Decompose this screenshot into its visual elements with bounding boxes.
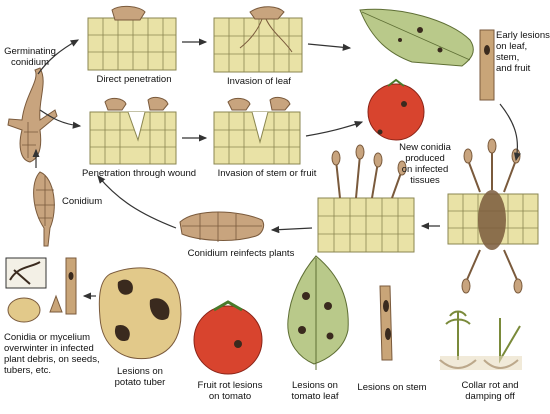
label-conidium: Conidium (62, 196, 103, 207)
leaf-with-early-lesions (359, 8, 495, 101)
label-lesions-tomato-leaf: Lesions on tomato leaf (291, 380, 339, 402)
germinating-conidium-drawing (7, 67, 58, 163)
label-lesions-on-stem: Lesions on stem (357, 382, 427, 393)
reinfecting-conidium-drawing (179, 211, 265, 242)
label-collar-rot: Collar rot and damping off (461, 380, 519, 402)
label-overwinter: Conidia or mycelium overwinter in infect… (4, 332, 100, 376)
sporulating-tissue-center (317, 144, 415, 253)
tomato-fruit-rot (193, 300, 263, 375)
label-lesions-potato-tuber: Lesions on potato tuber (114, 366, 166, 388)
potato-tuber-with-lesions (98, 267, 182, 360)
invasion-of-leaf-tissue (213, 6, 303, 73)
label-fruit-rot: Fruit rot lesions on tomato (197, 380, 263, 402)
label-germinating-conidium: Germinating conidium (4, 46, 56, 68)
conidium-drawing (33, 171, 55, 247)
cycle-arrows (32, 38, 521, 300)
tomato-early (367, 78, 425, 141)
direct-penetration-tissue (87, 5, 177, 71)
label-new-conidia: New conidia produced on infected tissues (399, 142, 451, 186)
label-invasion-stem-fruit: Invasion of stem or fruit (217, 168, 317, 179)
invasion-stem-fruit-tissue (213, 96, 301, 165)
label-conidium-reinfects: Conidium reinfects plants (187, 248, 295, 259)
tomato-leaf-with-lesions (287, 255, 349, 370)
label-invasion-of-leaf: Invasion of leaf (227, 76, 291, 87)
collar-rot-seedlings (439, 310, 522, 370)
label-direct-penetration: Direct penetration (96, 74, 172, 85)
stem-with-lesions (379, 285, 393, 361)
sporulating-tissue-right (447, 138, 539, 294)
overwintering-debris (5, 257, 77, 323)
penetration-wound-tissue (89, 96, 177, 165)
label-penetration-through-wound: Penetration through wound (81, 168, 197, 179)
label-early-lesions: Early lesions on leaf, stem, and fruit (496, 30, 550, 74)
